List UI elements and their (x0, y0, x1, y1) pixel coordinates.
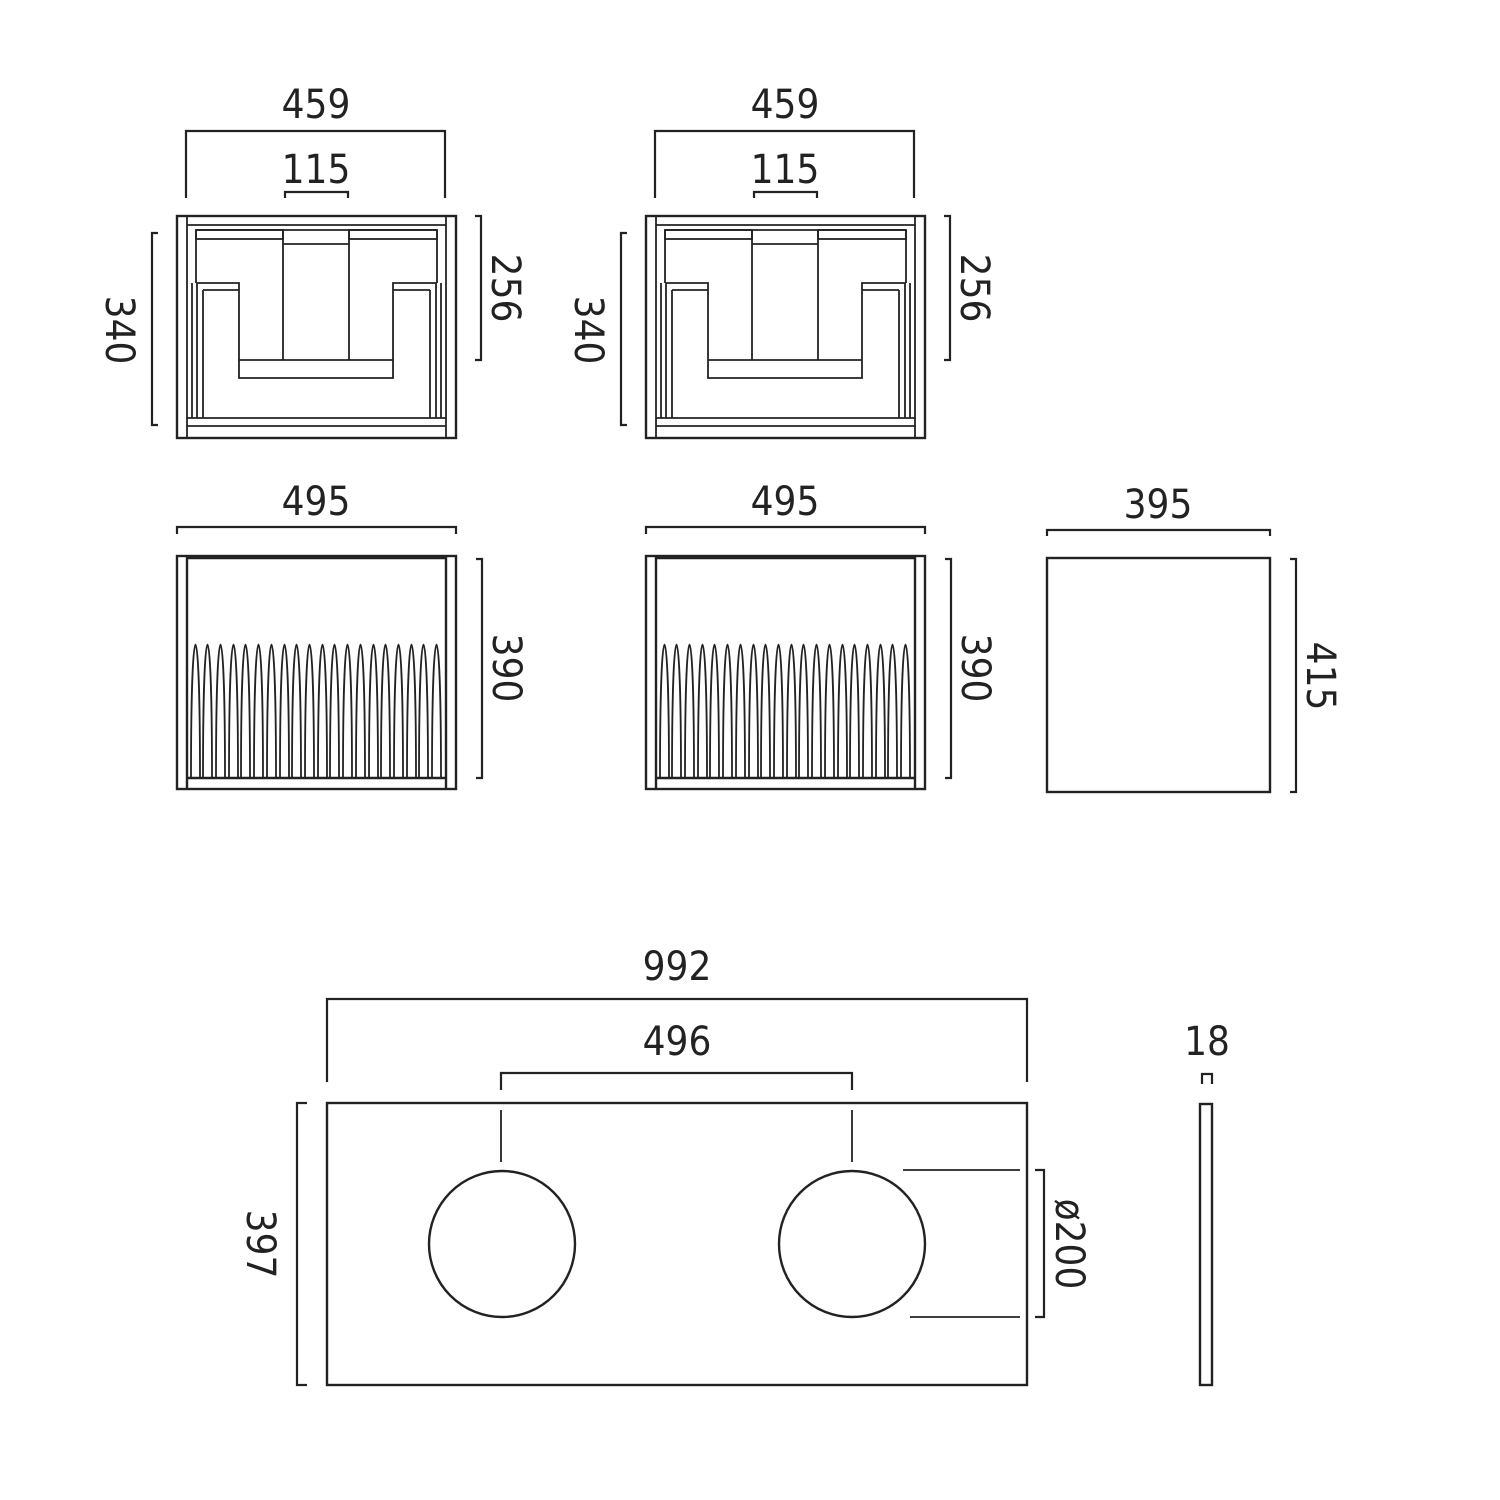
basin-hole-right (777, 1169, 927, 1319)
flutes (659, 643, 911, 779)
countertop-side-view: 18 (1184, 1019, 1230, 1387)
total-width-dimension: 992 (325, 944, 1029, 1082)
inner-width-dimension: 115 (751, 147, 820, 198)
flutes (190, 643, 442, 779)
open-unit-view-left: 459 115 340 256 (96, 82, 528, 440)
height-left-label: 340 (96, 296, 142, 365)
width-dimension: 495 (175, 479, 458, 534)
height-dimension: 415 (1290, 557, 1343, 794)
height-left-label: 340 (565, 296, 611, 365)
height-label: 397 (237, 1210, 283, 1279)
hole-spacing-dimension: 496 (499, 1019, 854, 1090)
width-label: 495 (282, 479, 351, 525)
width-label: 459 (751, 82, 820, 128)
height-dimension: 397 (237, 1101, 307, 1387)
height-right-dimension: 256 (475, 214, 528, 362)
height-left-dimension: 340 (565, 231, 627, 427)
carcass (175, 214, 458, 440)
width-label: 459 (282, 82, 351, 128)
hole-diameter-label: ø200 (1046, 1199, 1092, 1290)
hole-spacing-label: 496 (643, 1019, 712, 1065)
countertop-plan-view: 992 496 397 ø200 (237, 944, 1092, 1387)
hole-diameter-dimension: ø200 (903, 1168, 1092, 1319)
height-left-dimension: 340 (96, 231, 158, 427)
carcass (644, 214, 927, 440)
total-width-label: 992 (643, 944, 712, 990)
width-label: 395 (1124, 482, 1193, 528)
width-label: 495 (751, 479, 820, 525)
height-label: 415 (1297, 642, 1343, 711)
fluted-front-view-right: 495 390 (644, 479, 998, 791)
height-label: 390 (483, 634, 529, 703)
height-right-dimension: 256 (944, 214, 997, 362)
fluted-front-view-left: 495 390 (175, 479, 529, 791)
width-dimension: 459 (184, 82, 447, 198)
width-dimension: 395 (1045, 482, 1272, 536)
inner-width-label: 115 (282, 147, 351, 193)
height-right-label: 256 (951, 254, 997, 323)
width-dimension: 459 (653, 82, 916, 198)
open-unit-view-right: 459 115 340 256 (565, 82, 997, 440)
side-panel-view: 395 415 (1045, 482, 1343, 794)
height-label: 390 (952, 634, 998, 703)
height-dimension: 390 (476, 557, 529, 780)
width-dimension: 495 (644, 479, 927, 534)
height-dimension: 390 (945, 557, 998, 780)
inner-width-label: 115 (751, 147, 820, 193)
thickness-label: 18 (1184, 1019, 1230, 1065)
height-right-label: 256 (482, 254, 528, 323)
inner-width-dimension: 115 (282, 147, 351, 198)
basin-hole-left (427, 1169, 577, 1319)
